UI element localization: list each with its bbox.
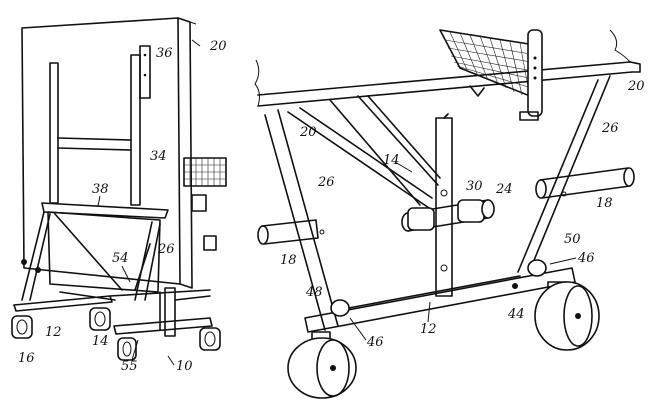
ref-20-folded: 20 (209, 39, 227, 54)
net-post (527, 29, 543, 117)
ref-20-left: 20 (299, 125, 317, 140)
ref-54: 54 (112, 251, 129, 266)
ref-26-folded: 26 (157, 242, 175, 257)
reference-numerals: 20 36 34 38 26 54 12 14 16 55 10 20 20 2… (18, 39, 645, 374)
lower-board-edge (41, 202, 169, 219)
ref-46-left: 46 (366, 335, 384, 350)
ref-46-right: 46 (577, 251, 595, 266)
bracket-36 (139, 45, 151, 99)
side-net (183, 157, 227, 251)
folded-cart-frame (13, 211, 213, 337)
cross-tube-clamp (401, 199, 495, 232)
open-table-figure (254, 29, 641, 399)
ref-12-folded: 12 (45, 325, 62, 340)
ref-26-left: 26 (317, 175, 335, 190)
folded-board-edge (177, 17, 193, 289)
table-net (439, 29, 543, 121)
ref-18-left: 18 (280, 253, 297, 268)
ref-36: 36 (156, 46, 173, 61)
ref-24: 24 (495, 182, 513, 197)
ref-38: 38 (92, 182, 109, 197)
ref-14-folded: 14 (92, 334, 109, 349)
ref-44: 44 (507, 307, 525, 322)
ref-34: 34 (150, 149, 167, 164)
ref-12-open: 12 (420, 322, 437, 337)
ref-18-right: 18 (596, 196, 613, 211)
ref-14-open: 14 (383, 153, 400, 168)
side-tubes (257, 167, 635, 245)
ref-55: 55 (121, 359, 138, 374)
ref-30: 30 (466, 179, 483, 194)
folded-cart-wheels (11, 259, 221, 361)
ref-50: 50 (564, 232, 581, 247)
cart-wheels (287, 281, 600, 399)
ref-20-top-right: 20 (627, 79, 645, 94)
ref-10: 10 (176, 359, 193, 374)
folded-table-figure (11, 17, 227, 361)
lower-board-face (47, 211, 161, 293)
table-top-edge (257, 61, 631, 96)
ref-16: 16 (18, 351, 35, 366)
ref-26-right: 26 (601, 121, 619, 136)
cart-base (304, 191, 576, 333)
ref-48: 48 (305, 285, 323, 300)
